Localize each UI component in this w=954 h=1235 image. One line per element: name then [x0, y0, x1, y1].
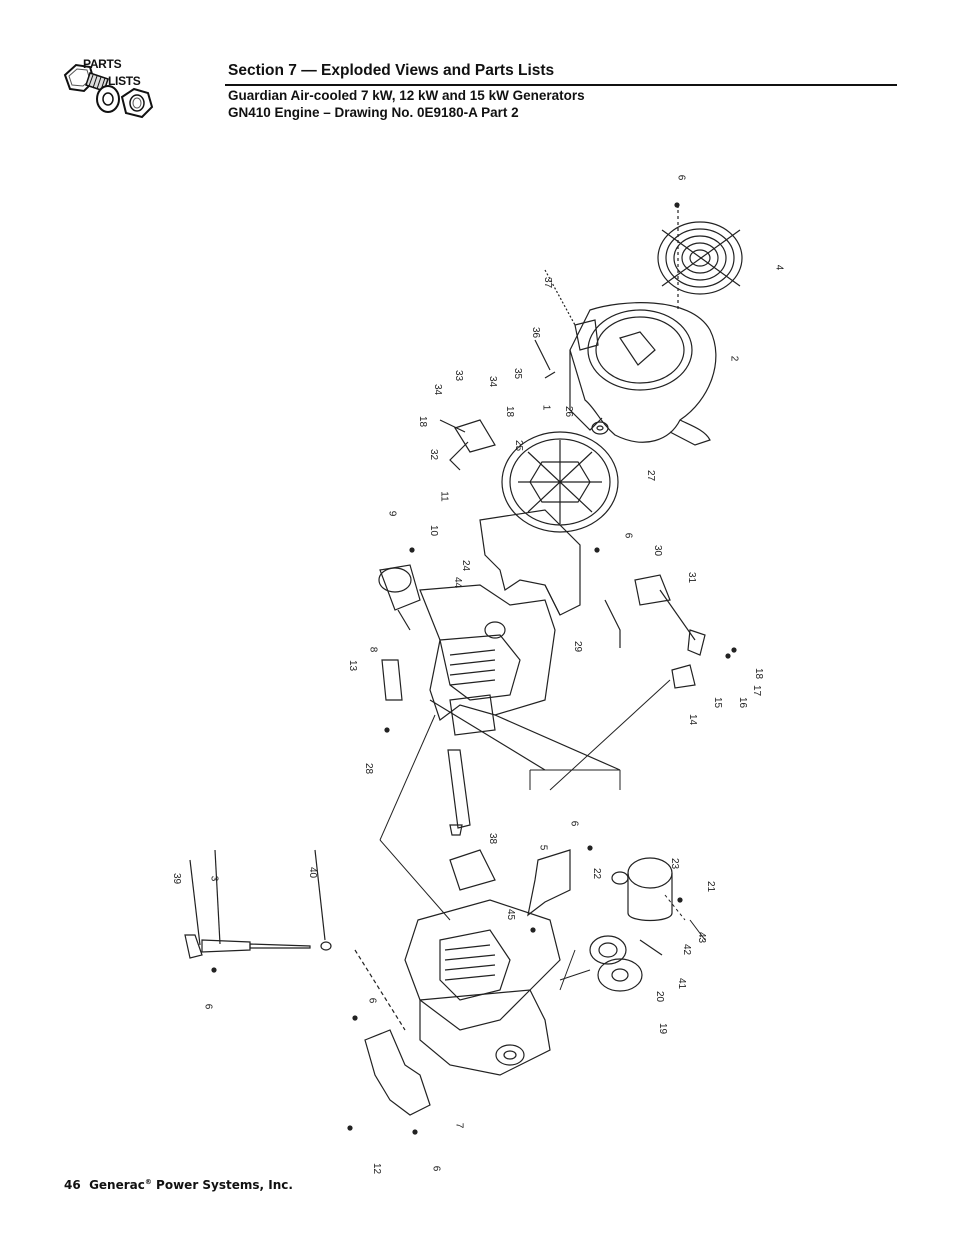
cover-plate-icon: [527, 849, 571, 917]
blower-housing-icon: [569, 302, 717, 446]
callout-26: 26: [563, 405, 575, 418]
callout-44: 44: [452, 576, 464, 589]
callout-8: 8: [367, 646, 379, 653]
callout-32: 32: [428, 448, 440, 461]
callout-40: 40: [307, 866, 319, 879]
governor-linkage-icon: [604, 574, 706, 689]
engine-block-icon: [404, 849, 561, 1076]
leader-lines-icon: [379, 679, 706, 991]
callout-15: 15: [712, 696, 724, 709]
callout-2: 2: [728, 355, 740, 362]
callout-24: 24: [460, 559, 472, 572]
company-name: Generac: [89, 1178, 145, 1192]
callout-1: 1: [540, 404, 552, 411]
callout-38: 38: [487, 832, 499, 845]
section-title: Section 7 — Exploded Views and Parts Lis…: [228, 62, 555, 79]
callout-6c: 6: [568, 820, 580, 827]
page-footer: 46 Generac® Power Systems, Inc.: [64, 1178, 293, 1192]
callout-39: 39: [171, 872, 183, 885]
ignition-module-icon: [439, 419, 496, 471]
callout-34a: 34: [432, 383, 444, 396]
callout-13: 13: [347, 659, 359, 672]
fan-guard-icon: [657, 204, 743, 310]
callout-31: 31: [686, 571, 698, 584]
callout-36: 36: [530, 326, 542, 339]
callout-6d: 6: [202, 1003, 214, 1010]
baffle-icon: [479, 509, 581, 616]
callout-18c: 18: [753, 667, 765, 680]
callout-10: 10: [428, 524, 440, 537]
callout-3: 3: [208, 875, 220, 882]
callout-16: 16: [737, 696, 749, 709]
header-rule: [225, 84, 897, 86]
pipe-icon: [447, 749, 471, 836]
callout-27: 27: [645, 469, 657, 482]
callout-43: 43: [696, 931, 708, 944]
fasteners-icon: [211, 202, 737, 1135]
exploded-view-drawing: [184, 202, 743, 1135]
callout-6b: 6: [622, 532, 634, 539]
bracket-icon: [534, 269, 599, 379]
callout-29: 29: [572, 640, 584, 653]
callout-5: 5: [537, 844, 549, 851]
callout-7: 7: [453, 1122, 465, 1129]
callout-30: 30: [652, 544, 664, 557]
company-suffix: Power Systems, Inc.: [151, 1178, 293, 1192]
callout-4: 4: [773, 264, 785, 271]
engine-upper-icon: [378, 564, 621, 771]
callout-28: 28: [363, 762, 375, 775]
parts-lists-logo-icon: [63, 63, 154, 119]
callout-42: 42: [681, 943, 693, 956]
page-number: 46: [64, 1178, 81, 1192]
drawing-subtitle: GN410 Engine – Drawing No. 0E9180-A Part…: [228, 105, 519, 120]
callout-23: 23: [669, 857, 681, 870]
callout-35: 35: [512, 367, 524, 380]
oil-filter-icon: [611, 857, 673, 922]
callout-34b: 34: [487, 375, 499, 388]
callout-14: 14: [687, 713, 699, 726]
logo-parts-label: PARTS: [83, 57, 122, 71]
filter-adapter-icon: [589, 935, 663, 992]
callout-6a: 6: [675, 174, 687, 181]
tube-icon: [381, 609, 411, 701]
callout-18b: 18: [504, 405, 516, 418]
generator-subtitle: Guardian Air-cooled 7 kW, 12 kW and 15 k…: [228, 88, 585, 103]
registered-mark: ®: [144, 1178, 152, 1186]
callout-19: 19: [657, 1022, 669, 1035]
callout-45: 45: [505, 908, 517, 921]
callout-21: 21: [705, 880, 717, 893]
callout-6f: 6: [430, 1165, 442, 1172]
shroud-icon: [364, 1029, 431, 1116]
dipstick-icon: [184, 849, 406, 1031]
callout-12: 12: [371, 1162, 383, 1175]
callout-9: 9: [386, 510, 398, 517]
callout-33: 33: [453, 369, 465, 382]
callout-37: 37: [542, 276, 554, 289]
callout-18a: 18: [417, 415, 429, 428]
callout-17: 17: [751, 684, 763, 697]
callout-6e: 6: [366, 997, 378, 1004]
callout-20: 20: [654, 990, 666, 1003]
callout-11: 11: [438, 491, 450, 502]
logo-lists-label: LISTS: [108, 74, 141, 88]
callout-41: 41: [676, 977, 688, 990]
flywheel-icon: [501, 421, 619, 533]
callout-25: 25: [513, 439, 525, 452]
callout-22: 22: [591, 867, 603, 880]
